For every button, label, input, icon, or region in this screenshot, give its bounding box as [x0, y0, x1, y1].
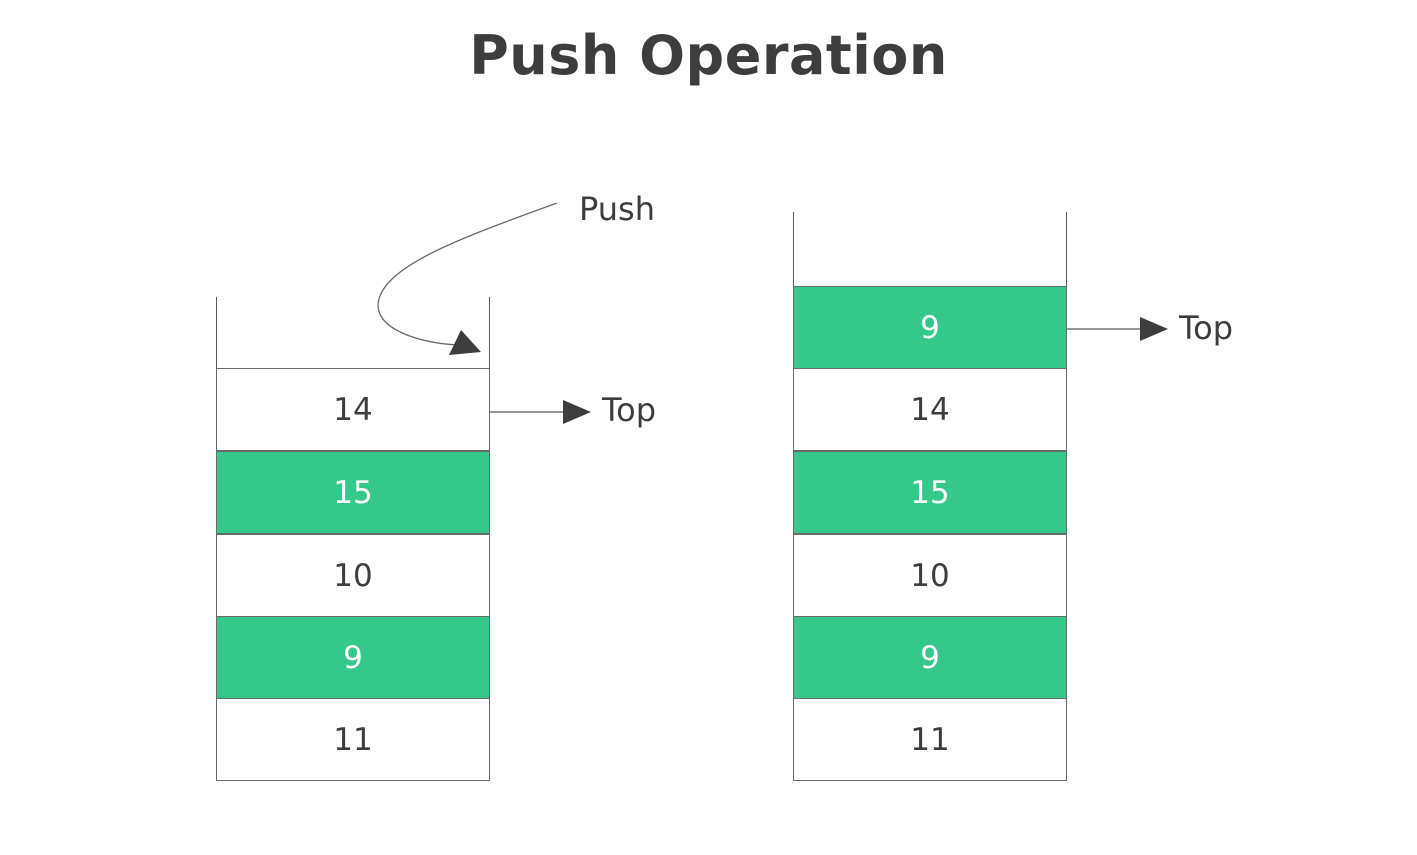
- stack-after-cell-6: 11: [793, 698, 1067, 781]
- after-top-label: Top: [1179, 309, 1233, 347]
- stack-after-left-wall: [793, 212, 794, 288]
- stack-after-cell-1: 9: [793, 286, 1067, 369]
- stack-before-cell-4: 9: [216, 616, 490, 699]
- stack-before-cell-2: 15: [216, 451, 490, 534]
- stack-after-right-wall: [1066, 212, 1067, 288]
- push-arrow-curve: [377, 202, 558, 346]
- before-top-label: Top: [602, 391, 656, 429]
- push-arrow-head: [449, 330, 481, 355]
- stack-before-cell-1: 14: [216, 368, 490, 451]
- after-top-pointer-head: [1140, 317, 1168, 341]
- stack-before-right-wall: [489, 297, 490, 369]
- stack-after-cell-2: 14: [793, 368, 1067, 451]
- stack-after-cell-3: 15: [793, 451, 1067, 534]
- push-label: Push: [579, 190, 655, 228]
- stack-before-left-wall: [216, 297, 217, 369]
- page-title: Push Operation: [469, 24, 948, 87]
- stack-before-cell-5: 11: [216, 698, 490, 781]
- before-top-pointer-head: [563, 400, 591, 424]
